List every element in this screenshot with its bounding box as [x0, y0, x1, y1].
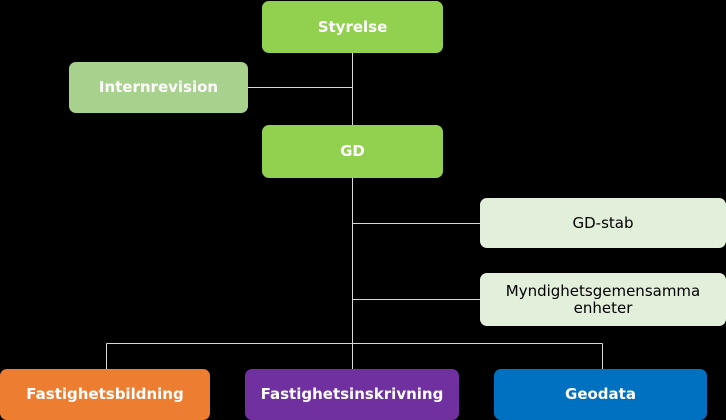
node-myndighet-line2: enheter: [573, 298, 633, 317]
node-fastighetsbildning-label: Fastighetsbildning: [26, 385, 184, 403]
node-myndighet-line1: Myndighetsgemensamma: [505, 281, 701, 300]
node-fastighetsinskrivning-label: Fastighetsinskrivning: [260, 385, 444, 403]
node-myndighetsgemensamma: Myndighetsgemensamma enheter: [480, 273, 726, 326]
node-gd-label: GD: [340, 142, 365, 160]
node-internrevision: Internrevision: [69, 62, 248, 113]
node-geodata-label: Geodata: [565, 385, 636, 403]
node-gd-stab: GD-stab: [480, 198, 726, 248]
node-geodata: Geodata: [494, 369, 707, 420]
node-fastighetsbildning: Fastighetsbildning: [0, 369, 210, 420]
node-styrelse-label: Styrelse: [317, 17, 388, 36]
node-fastighetsinskrivning: Fastighetsinskrivning: [245, 369, 459, 420]
node-internrevision-label: Internrevision: [98, 78, 219, 96]
node-gd-stab-label: GD-stab: [572, 213, 634, 232]
node-gd: GD: [262, 125, 443, 178]
node-styrelse: Styrelse: [262, 1, 443, 53]
